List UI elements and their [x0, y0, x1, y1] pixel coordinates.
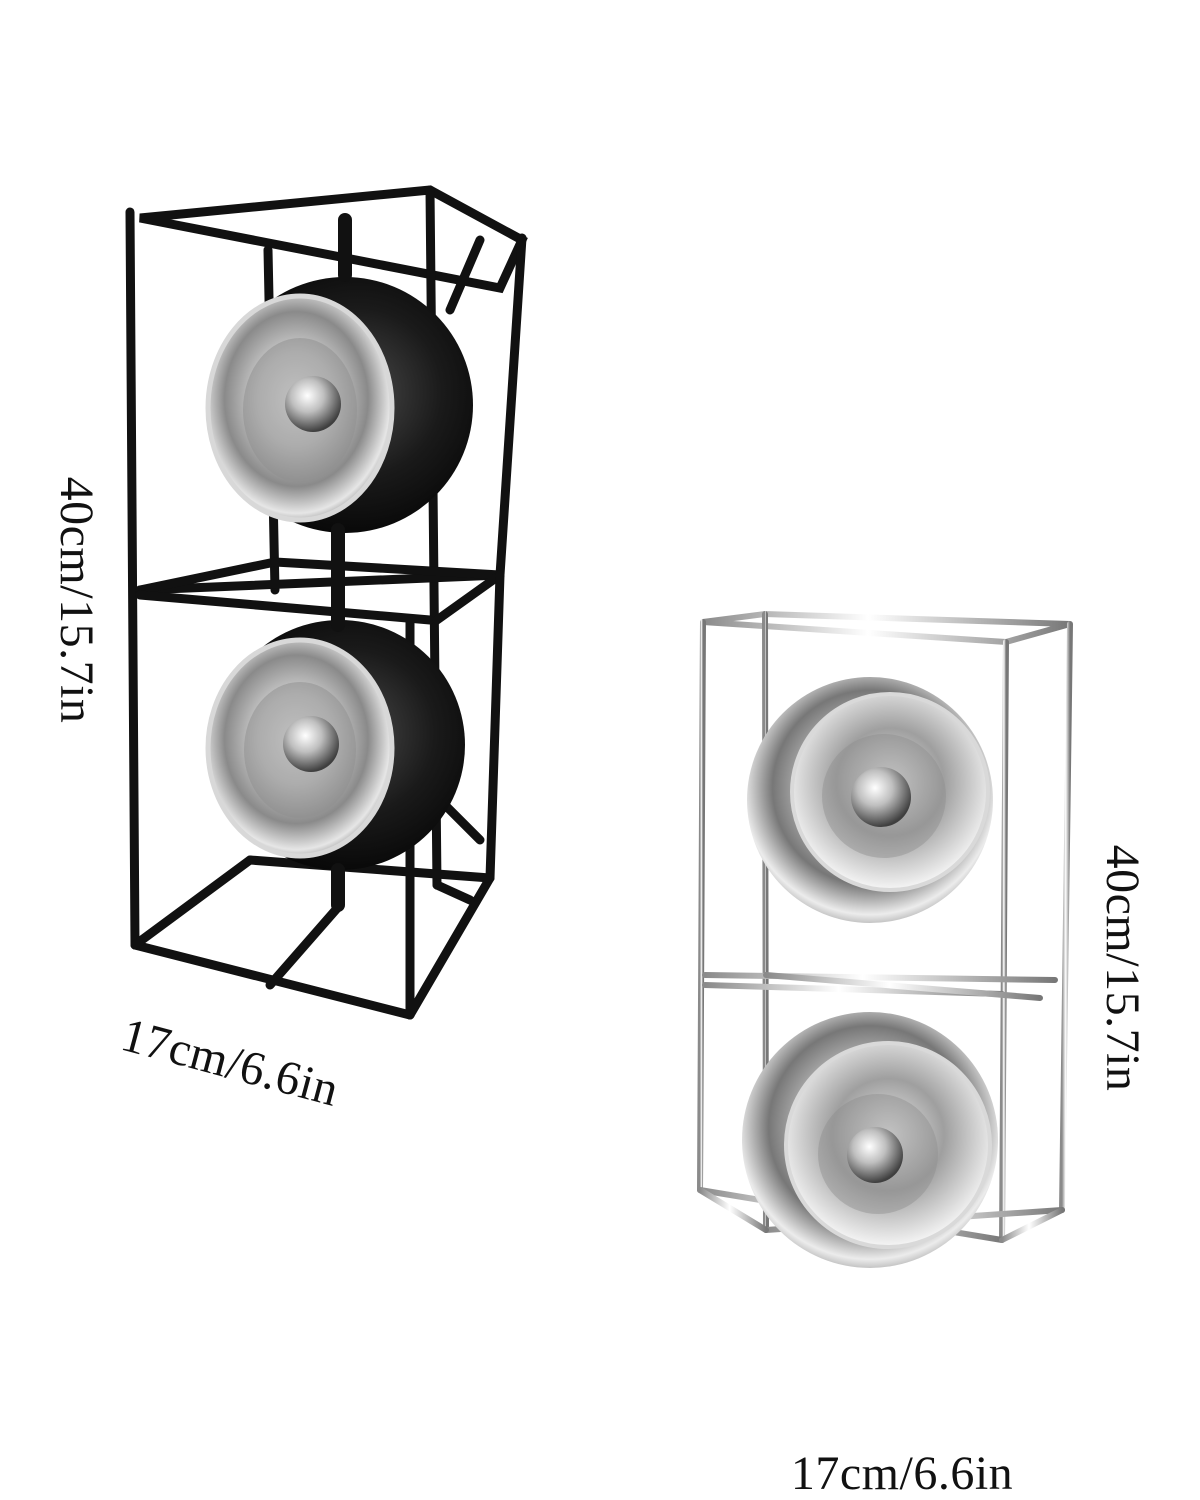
black-lamp-upper-shade	[205, 277, 473, 533]
black-lamp-stem	[331, 213, 352, 912]
silver-lamp-stem	[869, 615, 889, 1285]
black-frame	[125, 185, 528, 1020]
black-lamp-lower-shade	[205, 620, 465, 870]
silver-lamp-height-label: 40cm/15.7in	[1096, 844, 1149, 1092]
silver-lamp-width-label: 17cm/6.6in	[790, 1447, 1014, 1500]
black-lamp-height-label: 40cm/15.7in	[50, 476, 103, 724]
silver-lamp-upper-shade	[747, 677, 993, 923]
silver-lamp-lower-shade	[742, 1012, 998, 1268]
